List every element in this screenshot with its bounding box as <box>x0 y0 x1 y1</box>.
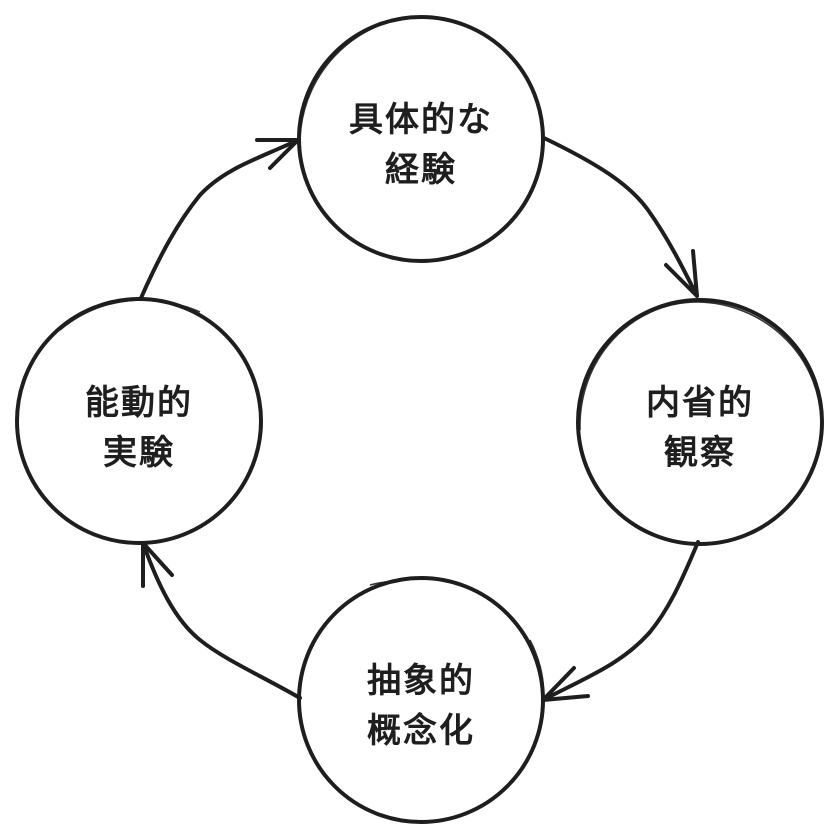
arrow-line <box>139 138 300 300</box>
node-circle-sketch <box>369 577 545 701</box>
node-circle-sketch <box>299 16 544 141</box>
node-label-line: 観察 <box>664 433 736 473</box>
node-label-active-experimentation: 能動的 実験 <box>29 378 249 478</box>
arrow-line <box>141 541 302 700</box>
arrow-line <box>542 136 699 298</box>
node-active-experimentation[interactable] <box>15 297 263 545</box>
arrow-conceptualization-to-experimentation <box>141 541 302 700</box>
node-label-abstract-conceptualization: 抽象的 概念化 <box>311 656 531 756</box>
arrowhead-icon <box>664 249 699 298</box>
arrowhead-icon <box>541 666 590 702</box>
node-label-line: 概念化 <box>367 711 475 751</box>
node-label-reflective-observation: 内省的 観察 <box>590 378 810 478</box>
arrowhead-icon <box>141 541 174 588</box>
node-circle <box>15 297 263 545</box>
node-reflective-observation[interactable] <box>576 298 824 546</box>
arrow-observation-to-conceptualization <box>541 540 700 702</box>
arrow-experience-to-observation <box>542 136 699 298</box>
arrow-experimentation-to-experience <box>139 138 300 300</box>
arrowhead-icon <box>255 138 300 170</box>
node-label-concrete-experience: 具体的な 経験 <box>311 95 531 195</box>
node-circle <box>576 298 824 546</box>
arrow-line <box>541 540 700 702</box>
node-label-line: 抽象的 <box>367 661 475 701</box>
node-circle-sketch <box>59 299 201 331</box>
node-label-line: 具体的な <box>349 100 493 140</box>
node-label-line: 能動的 <box>85 383 193 423</box>
node-circle-sketch <box>579 301 822 431</box>
node-label-line: 経験 <box>385 150 457 190</box>
node-label-line: 実験 <box>103 433 175 473</box>
node-label-line: 内省的 <box>646 383 754 423</box>
